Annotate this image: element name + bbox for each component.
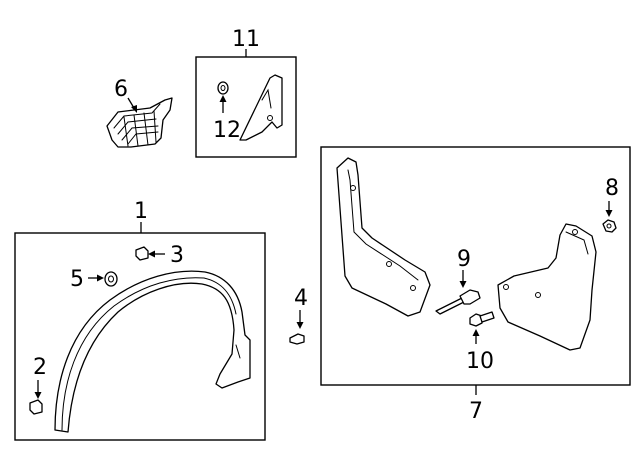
callout-4: 4: [294, 286, 308, 311]
callout-3: 3: [170, 243, 184, 268]
part-5-retainer: 5: [70, 267, 118, 292]
part-10-bolt: 10: [466, 311, 495, 374]
part-9-rivet: 9: [435, 247, 481, 315]
callout-7: 7: [469, 399, 483, 424]
part-2-clip: 2: [29, 355, 47, 415]
part-7-mud-flap-right: [497, 223, 597, 351]
group-box-7: 7: [320, 146, 631, 424]
part-3-clip: 3: [135, 243, 184, 268]
callout-11: 11: [232, 27, 260, 52]
part-1-wheel-arch-molding: [54, 270, 251, 433]
callout-6: 6: [114, 77, 128, 102]
callout-9: 9: [457, 247, 471, 272]
callout-12: 12: [213, 118, 241, 143]
callout-8: 8: [605, 176, 619, 201]
callout-2: 2: [33, 355, 47, 380]
part-12-clip: 12: [213, 81, 241, 143]
callout-1: 1: [134, 199, 148, 224]
part-8-nut: 8: [602, 176, 619, 233]
part-6-grille: 6: [106, 77, 173, 148]
group-box-11: 11: [195, 27, 297, 158]
part-4-screw: 4: [289, 286, 308, 345]
callout-10: 10: [466, 349, 494, 374]
callout-5: 5: [70, 267, 84, 292]
bracket-part: [239, 74, 283, 141]
part-7-mud-flap-left: [336, 157, 431, 317]
group-box-1: 1: [14, 199, 266, 441]
